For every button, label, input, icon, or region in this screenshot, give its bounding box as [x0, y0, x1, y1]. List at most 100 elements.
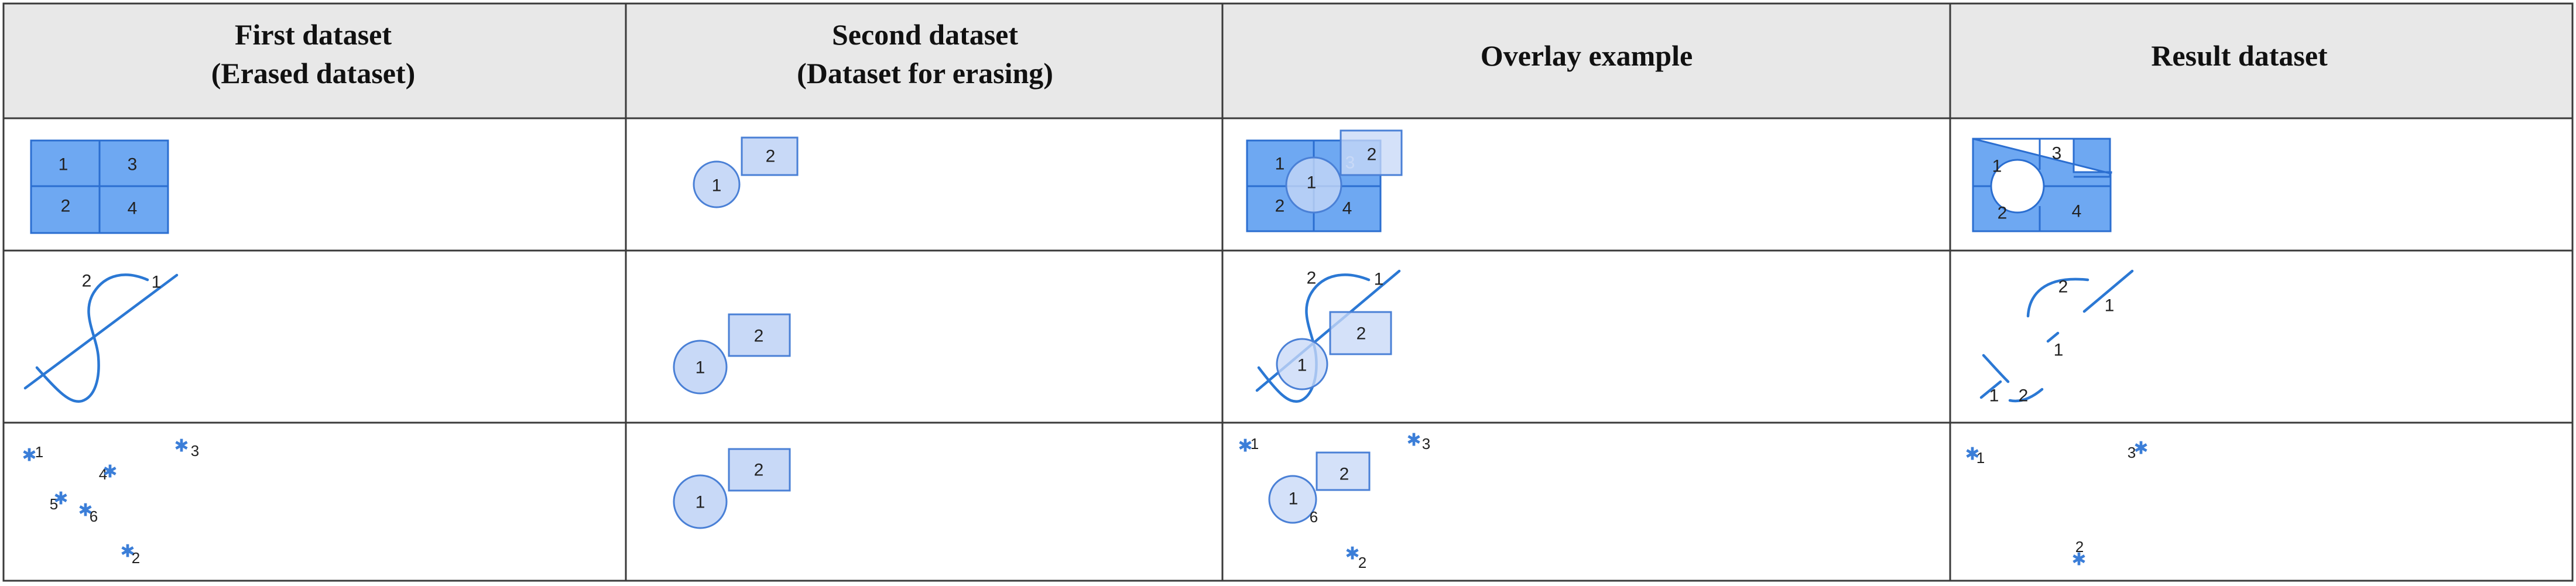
- eraser-rect: [728, 448, 791, 492]
- result-curve-segment-c: [1982, 354, 2010, 383]
- overlay-line: 2 1 1 2: [1255, 269, 1401, 403]
- overlay-eraser-rect: [1316, 451, 1371, 491]
- result-polygon: 1 3 2 4: [1972, 138, 2112, 232]
- overlay-polygon: 1 2 4 3 2 1: [1246, 129, 1403, 232]
- star-icon: ✱: [78, 501, 93, 521]
- result-polygon-shape: [1972, 138, 2112, 232]
- result-line-label-2a: 2: [2058, 277, 2068, 297]
- result-polygon-label-3: 3: [2052, 144, 2062, 163]
- result-point-label-1: 1: [1976, 449, 1985, 467]
- star-icon: ✱: [2071, 550, 2086, 570]
- eraser-circle-label: 1: [696, 493, 705, 512]
- overlay-polygon-label-1: 1: [1275, 155, 1285, 174]
- star-icon: ✱: [1238, 436, 1252, 457]
- point-label-1: 1: [35, 443, 43, 461]
- overlay-eraser-circle-label: 1: [1289, 489, 1299, 509]
- overlay-eraser-circle-label: 1: [1297, 356, 1307, 375]
- overlay-line-label-1: 1: [1374, 270, 1384, 289]
- first-polygon-grid: 1 3 2 4: [30, 139, 169, 234]
- row-point: ✱ 1 ✱ 3 4 ✱ 5 ✱ ✱ 6 ✱ 2 1 2 ✱ 1 ✱ 3 2: [22, 430, 2148, 572]
- overlay-polygon-label-4: 4: [1342, 199, 1352, 218]
- overlay-eraser-rect-label: 2: [1367, 145, 1377, 165]
- result-line-label-1b: 1: [2054, 341, 2064, 360]
- result-curve-segment-b: [2008, 388, 2044, 403]
- header-second-dataset-subtitle: (Dataset for erasing): [797, 57, 1053, 90]
- second-eraser-point-row: 1 2: [673, 448, 791, 529]
- result-line-label-1a: 1: [2105, 296, 2115, 316]
- eraser-circle: [673, 340, 728, 395]
- eraser-rect-label: 2: [754, 461, 764, 480]
- overlay-eraser-rect-label: 2: [1356, 324, 1366, 344]
- polygon-label-1: 1: [59, 155, 68, 174]
- polygon-label-4: 4: [128, 199, 138, 218]
- first-point-features: ✱ 1 ✱ 3 4 ✱ 5 ✱ ✱ 6 ✱ 2: [22, 436, 199, 567]
- star-icon: ✱: [120, 542, 135, 562]
- overlay-eraser-rect-label: 2: [1340, 465, 1349, 484]
- table-header-row: [4, 4, 2572, 118]
- point-label-4: 4: [99, 465, 107, 483]
- overlay-eraser-circle: [1276, 338, 1328, 390]
- header-overlay-example: Overlay example: [1481, 39, 1693, 72]
- overlay-eraser-rect: [1340, 129, 1403, 176]
- eraser-rect-label: 2: [754, 327, 764, 346]
- point-label-5: 5: [50, 495, 58, 513]
- second-eraser-line-row: 1 2: [673, 313, 791, 395]
- result-line-segment-b: [2046, 331, 2060, 343]
- overlay-eraser-circle: [1285, 156, 1342, 214]
- result-curve-segment-a: [2026, 277, 2089, 318]
- overlay-point-label-6: 6: [1310, 508, 1318, 526]
- result-line-label-2b: 2: [2019, 386, 2029, 406]
- overlay-eraser-rect: [1329, 311, 1392, 355]
- line-feature-1: [23, 273, 179, 390]
- header-result-dataset: Result dataset: [2151, 39, 2328, 72]
- eraser-circle: [673, 474, 728, 529]
- star-icon: ✱: [22, 446, 36, 466]
- result-polygon-label-2: 2: [1998, 204, 2008, 223]
- star-icon: ✱: [53, 489, 68, 509]
- overlay-point-label-1: 1: [1251, 435, 1259, 453]
- row-line: 2 1 1 2 2 1 1 2 2: [23, 269, 2134, 406]
- point-label-6: 6: [90, 508, 98, 525]
- overlay-polygon-label-2: 2: [1275, 197, 1285, 216]
- line-label-2: 2: [82, 272, 92, 291]
- result-line-segment-a: [2082, 269, 2134, 313]
- eraser-circle: [693, 160, 741, 208]
- line-feature-2: [35, 273, 149, 403]
- overlay-eraser-circle: [1268, 475, 1317, 524]
- overlay-polygon-label-3: 3: [1345, 153, 1355, 173]
- star-icon: ✱: [1965, 444, 1979, 465]
- result-line: 2 1 1 1 2: [1979, 269, 2134, 406]
- header-first-dataset-title: First dataset: [235, 18, 392, 51]
- point-label-3: 3: [191, 442, 199, 460]
- result-line-label-1c: 1: [1989, 386, 1999, 406]
- eraser-rect-label: 2: [766, 147, 776, 166]
- result-line-segment-c: [1979, 380, 2002, 399]
- overlay-line-label-2: 2: [1307, 269, 1317, 288]
- result-point-label-2: 2: [2075, 538, 2084, 556]
- star-icon: ✱: [1345, 544, 1359, 564]
- polygon-label-3: 3: [128, 155, 138, 174]
- header-first-dataset-subtitle: (Erased dataset): [211, 57, 416, 90]
- result-polygon-label-1: 1: [1992, 157, 2002, 176]
- second-eraser-polygon: 1 2: [693, 136, 799, 208]
- row-polygon: 1 3 2 4 1 2 1 2 4 3 2 1: [30, 129, 2112, 234]
- result-point: ✱ 1 3 ✱ 2 ✱: [1965, 438, 2148, 570]
- eraser-rect: [728, 313, 791, 357]
- overlay-eraser-circle-label: 1: [1307, 173, 1317, 193]
- point-label-2: 2: [132, 549, 140, 567]
- star-icon: ✱: [2133, 438, 2148, 459]
- star-icon: ✱: [1406, 430, 1421, 451]
- overlay-point-label-3: 3: [1422, 435, 1430, 453]
- first-line-features: 2 1: [23, 272, 179, 403]
- eraser-rect: [741, 136, 799, 176]
- result-point-label-3: 3: [2128, 444, 2136, 461]
- result-polygon-label-4: 4: [2072, 202, 2082, 221]
- eraser-circle-label: 1: [696, 358, 705, 378]
- overlay-point-label-2: 2: [1358, 554, 1366, 571]
- star-icon: ✱: [102, 462, 117, 482]
- line-label-1: 1: [152, 273, 162, 292]
- polygon-label-2: 2: [61, 197, 71, 216]
